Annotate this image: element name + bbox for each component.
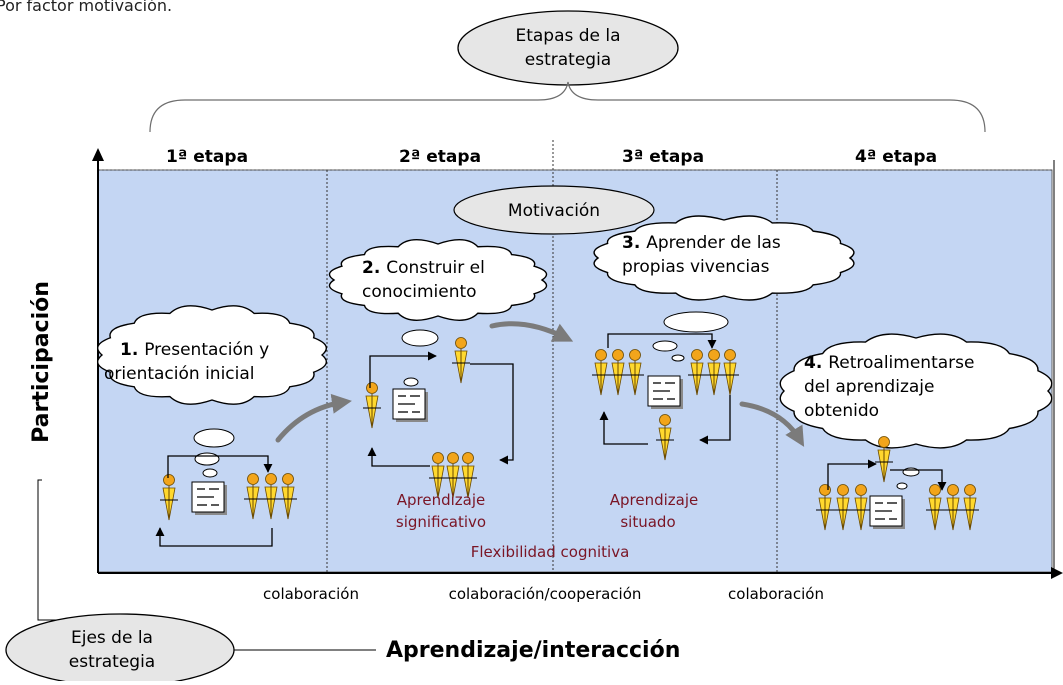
step-4-line-2: del aprendizaje	[804, 377, 934, 397]
stage-label-4: 4ª etapa	[855, 147, 937, 167]
step-2-text: conocimiento	[362, 282, 477, 302]
flexibilidad-label: Flexibilidad cognitiva	[471, 543, 630, 561]
person-icon	[834, 484, 852, 531]
thought-bubble	[401, 329, 439, 347]
significativo-line-2: significativo	[396, 513, 486, 531]
connectors	[155, 333, 947, 547]
person-icon	[262, 473, 280, 520]
significativo-line-1: Aprendizaje	[397, 491, 486, 509]
stage-label-1: 1ª etapa	[166, 147, 248, 167]
motivacion-ellipse: Motivación	[453, 185, 655, 235]
situado-line-1: Aprendizaje	[610, 491, 699, 509]
ejes-ellipse: Ejes de la estrategia	[5, 613, 235, 685]
thought-bubble	[896, 482, 908, 490]
etapas-ellipse: Etapas de la estrategia	[457, 10, 679, 86]
person-icon	[279, 473, 297, 520]
step-4-number: 4.	[804, 353, 828, 373]
person-icon	[429, 452, 447, 499]
step-1-text: orientación inicial	[104, 364, 255, 384]
step-3-text: Aprender de las	[646, 233, 781, 253]
person-icon	[705, 349, 723, 396]
whiteboard-icon	[869, 495, 905, 529]
step-cloud-3	[593, 215, 855, 301]
top-caption: Por factor motivación.	[0, 0, 172, 15]
person-icon	[961, 484, 979, 531]
person-icon	[721, 349, 739, 396]
thought-bubble	[194, 452, 220, 466]
step-2-line-1: 2. Construir el	[362, 258, 485, 278]
ejes-label-line-2: estrategia	[69, 652, 155, 672]
thought-bubble	[403, 377, 419, 387]
bottom-label-2: colaboración/cooperación	[449, 585, 642, 603]
step-2-line-2: conocimiento	[362, 282, 477, 302]
step-4-text: Retroalimentarse	[828, 353, 974, 373]
y-axis-label: Participación	[29, 281, 54, 443]
step-4-text: obtenido	[804, 401, 879, 421]
stage-label-2: 2ª etapa	[399, 147, 481, 167]
ejes-label-line-1: Ejes de la	[71, 628, 153, 648]
step-4-text: del aprendizaje	[804, 377, 934, 397]
step-1-line-2: orientación inicial	[104, 364, 255, 384]
person-icon	[592, 349, 610, 396]
bottom-label-3: colaboración	[728, 585, 824, 603]
etapas-label-line-1: Etapas de la	[515, 26, 620, 46]
person-icon	[452, 337, 470, 384]
person-icon	[609, 349, 627, 396]
etapas-label-line-2: estrategia	[525, 50, 611, 70]
step-3-text: propias vivencias	[622, 257, 770, 277]
whiteboard-icon	[191, 481, 227, 515]
whiteboard-icon	[392, 388, 428, 422]
person-icon	[852, 484, 870, 531]
step-2-number: 2.	[362, 258, 386, 278]
x-axis-label: Aprendizaje/interacción	[386, 638, 680, 663]
person-icon	[626, 349, 644, 396]
step-3-line-1: 3. Aprender de las	[622, 233, 781, 253]
thought-bubble	[202, 468, 218, 478]
thought-bubble	[902, 467, 920, 477]
stages-brace	[149, 81, 986, 133]
person-icon	[459, 452, 477, 499]
step-3-number: 3.	[622, 233, 646, 253]
person-icon	[244, 473, 262, 520]
person-icon	[444, 452, 462, 499]
person-icon	[656, 414, 674, 461]
step-1-number: 1.	[120, 340, 144, 360]
thought-bubble	[652, 340, 678, 352]
step-3-line-2: propias vivencias	[622, 257, 770, 277]
thought-bubble	[671, 354, 685, 362]
person-icon	[875, 436, 893, 483]
situado-line-2: situado	[620, 513, 675, 531]
step-cloud-2	[328, 239, 548, 321]
motivacion-label: Motivación	[508, 201, 600, 221]
person-icon	[363, 382, 381, 429]
step-cloud-1	[96, 305, 328, 405]
thought-bubble	[193, 428, 235, 448]
step-4-line-3: obtenido	[804, 401, 879, 421]
person-icon	[160, 474, 178, 521]
whiteboard-icon	[647, 375, 683, 409]
bottom-label-1: colaboración	[263, 585, 359, 603]
step-1-text: Presentación y	[144, 340, 269, 360]
person-icon	[944, 484, 962, 531]
flow-arrows	[275, 321, 805, 447]
person-icon	[688, 349, 706, 396]
stage-label-3: 3ª etapa	[622, 147, 704, 167]
thought-bubble	[663, 311, 729, 333]
step-cloud-4	[779, 333, 1053, 449]
step-2-text: Construir el	[386, 258, 485, 278]
step-1-line-1: 1. Presentación y	[120, 340, 269, 360]
step-4-line-1: 4. Retroalimentarse	[804, 353, 974, 373]
